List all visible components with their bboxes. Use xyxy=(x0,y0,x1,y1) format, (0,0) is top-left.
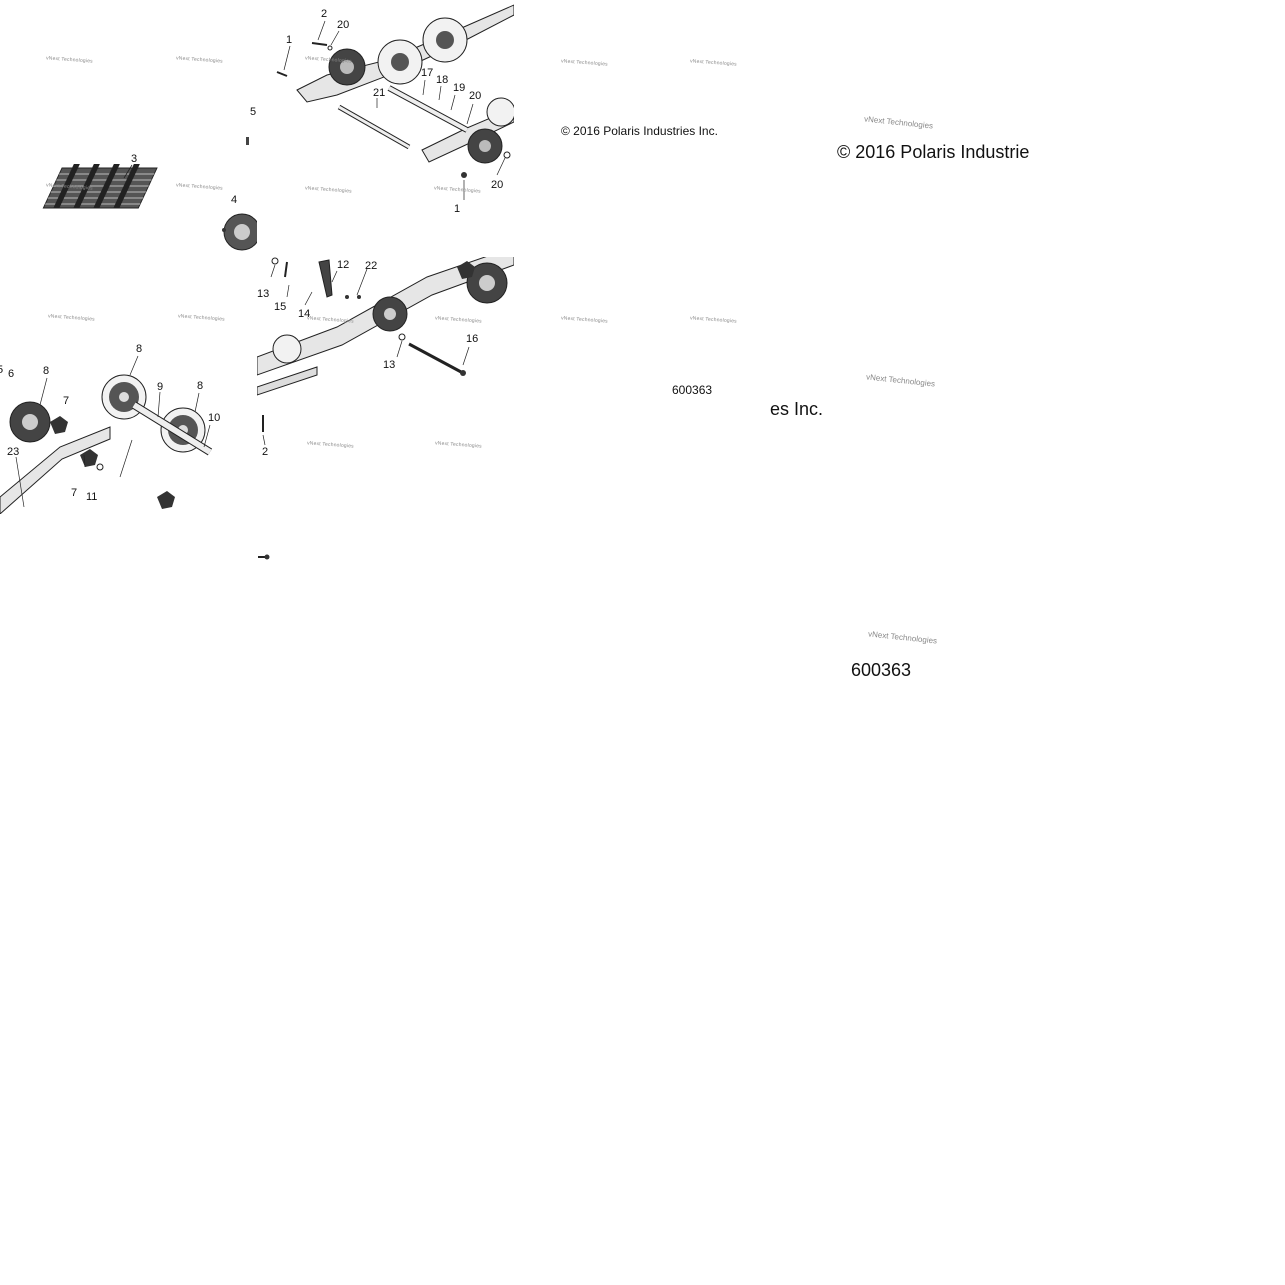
diagram-tile-track: 3 5 4 vNext Technologies vNext Technolog… xyxy=(0,0,257,257)
callout-18: 18 xyxy=(436,74,449,86)
callout-12: 12 xyxy=(337,259,350,271)
watermark: vNext Technologies xyxy=(863,114,934,131)
callout-7: 7 xyxy=(63,395,70,407)
callout-14: 14 xyxy=(298,308,311,320)
part-number: 600363 xyxy=(672,383,713,397)
callout-6: 6 xyxy=(8,368,15,380)
callout-5: 5 xyxy=(0,364,4,376)
callout-1: 1 xyxy=(454,203,461,215)
wheels-illustration xyxy=(0,355,213,514)
callout-5: 5 xyxy=(250,106,257,118)
watermark: vNext Technologies xyxy=(560,58,609,68)
watermark: vNext Technologies xyxy=(865,372,936,389)
callout-20: 20 xyxy=(337,19,350,31)
callout-11: 11 xyxy=(86,491,98,503)
callout-17: 17 xyxy=(421,67,434,79)
rail-rear-illustration xyxy=(257,257,514,446)
track-illustration xyxy=(42,137,257,251)
callout-8: 8 xyxy=(197,380,204,392)
callout-21: 21 xyxy=(373,87,386,99)
callout-23: 23 xyxy=(7,446,20,458)
diagram-tile-rail-rear: 13 15 12 22 14 13 16 2 vNext Technologie… xyxy=(257,257,514,514)
callout-8: 8 xyxy=(136,343,143,355)
callout-15: 15 xyxy=(274,301,287,313)
rail-front-illustration xyxy=(276,4,514,200)
callout-2: 2 xyxy=(321,8,328,20)
diagram-tile-wheels: 5 6 8 7 8 9 8 10 23 7 11 vNext Technolog… xyxy=(0,257,257,514)
callout-10: 10 xyxy=(208,412,221,424)
callout-16: 16 xyxy=(466,333,479,345)
callout-9: 9 xyxy=(157,381,164,393)
callout-2: 2 xyxy=(262,446,269,458)
copyright-notice: © 2016 Polaris Industries Inc. xyxy=(561,124,718,138)
callout-13: 13 xyxy=(257,288,270,300)
callout-13: 13 xyxy=(383,359,396,371)
copyright-fragment: es Inc. xyxy=(770,399,824,419)
watermark: vNext Technologies xyxy=(867,629,938,646)
callout-8: 8 xyxy=(43,365,50,377)
callout-20: 20 xyxy=(469,90,482,102)
callout-4: 4 xyxy=(231,194,238,206)
part-number-large: 600363 xyxy=(851,660,912,680)
callout-3: 3 xyxy=(131,153,138,165)
watermark: vNext Technologies xyxy=(689,315,738,325)
watermark: vNext Technologies xyxy=(689,58,738,68)
callout-7: 7 xyxy=(71,487,78,499)
bolt-fragment xyxy=(258,554,270,560)
copyright-notice-large: © 2016 Polaris Industrie xyxy=(837,142,1030,162)
callout-22: 22 xyxy=(365,260,378,272)
diagram-tile-rail-front: 1 2 20 21 17 18 19 20 20 1 vNext Technol… xyxy=(257,0,514,257)
callout-20: 20 xyxy=(491,179,504,191)
watermark: vNext Technologies xyxy=(560,315,609,325)
callout-1: 1 xyxy=(286,34,293,46)
callout-19: 19 xyxy=(453,82,466,94)
